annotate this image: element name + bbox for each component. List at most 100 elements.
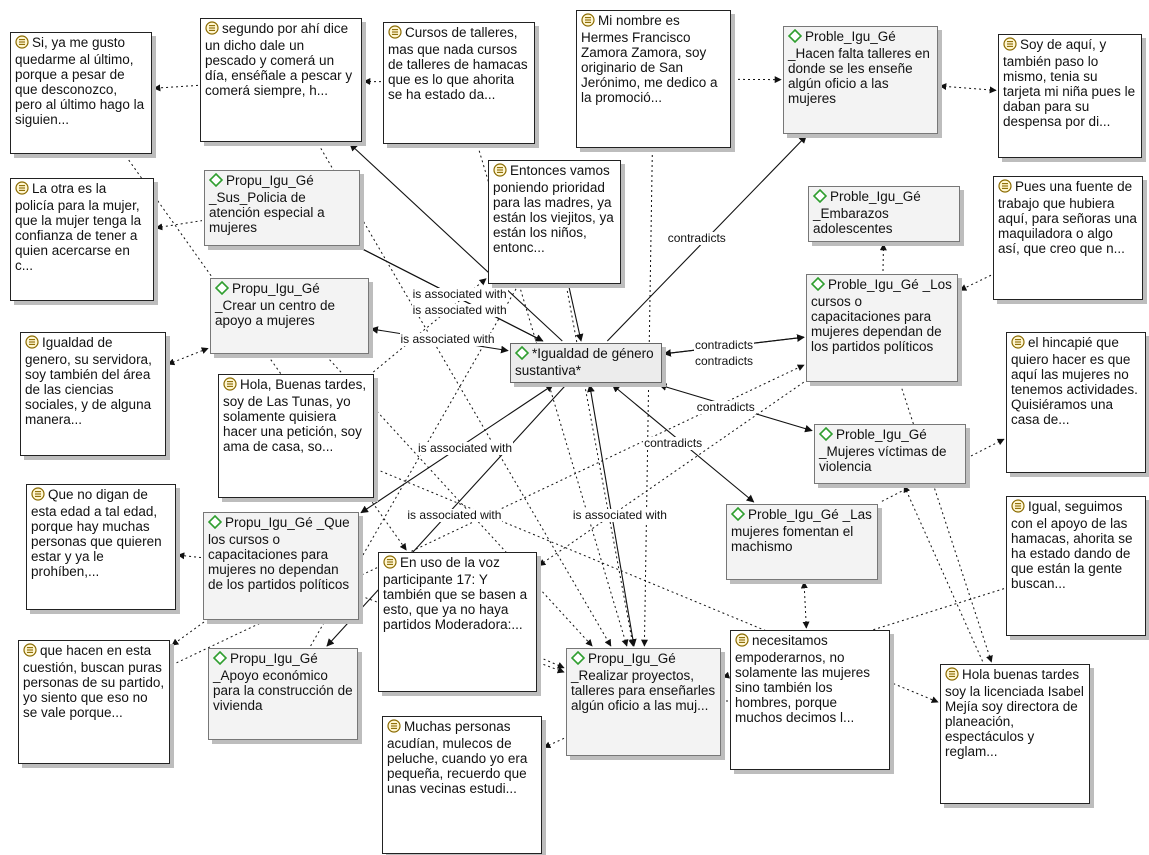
code-diamond-icon — [214, 280, 230, 298]
node-text: La otra es la policía para la mujer, que… — [15, 181, 142, 273]
relation-link[interactable] — [879, 438, 1005, 503]
quotation-icon — [25, 335, 39, 352]
node-text: Proble_Igu_Gé _Las mujeres fomentan el m… — [731, 507, 872, 554]
node-text: Si, ya me gusto quedarme al último, porq… — [15, 35, 145, 127]
node-text: que hacen en esta cuestión, buscan puras… — [23, 643, 165, 720]
code-diamond-icon — [208, 172, 224, 190]
quotation-node[interactable]: En uso de la voz participante 17: Y tamb… — [378, 552, 537, 692]
node-text: Hola buenas tardes soy la licenciada Isa… — [945, 667, 1084, 759]
node-text: Entonces vamos poniendo prioridad para l… — [493, 163, 614, 255]
code-diamond-icon — [570, 650, 586, 668]
quotation-icon — [383, 555, 397, 572]
quotation-node[interactable]: el hincapié que quiero hacer es que aquí… — [1006, 332, 1146, 473]
quotation-icon — [1003, 37, 1017, 54]
relation-label: is associated with — [399, 331, 496, 346]
quotation-icon — [1011, 499, 1025, 516]
node-text: necesitamos empoderarnos, no solamente l… — [735, 633, 871, 725]
code-node[interactable]: Proble_Igu_Gé _Mujeres víctimas de viole… — [814, 424, 966, 484]
quotation-icon — [998, 179, 1012, 196]
code-diamond-icon — [787, 28, 803, 46]
relation-link[interactable] — [899, 383, 993, 663]
quotation-icon — [493, 163, 507, 180]
relation-link[interactable] — [538, 381, 805, 566]
quotation-node[interactable]: Hola buenas tardes soy la licenciada Isa… — [940, 664, 1090, 804]
code-node[interactable]: Proble_Igu_Gé _Las mujeres fomentan el m… — [726, 504, 878, 580]
quotation-icon — [735, 633, 749, 650]
relation-link[interactable] — [939, 83, 997, 94]
relation-link[interactable] — [568, 285, 584, 342]
relation-link[interactable] — [349, 143, 563, 342]
node-text: Igual, seguimos con el apoyo de las hama… — [1011, 499, 1133, 591]
code-diamond-icon — [810, 276, 826, 294]
relation-link[interactable] — [903, 485, 984, 663]
node-text: Igualdad de genero, su servidora, soy ta… — [25, 335, 152, 427]
quotation-icon — [15, 35, 29, 52]
code-node[interactable]: Proble_Igu_Gé _Los cursos o capacitacion… — [806, 274, 958, 382]
quotation-node[interactable]: Igualdad de genero, su servidora, soy ta… — [20, 332, 166, 456]
quotation-node[interactable]: Soy de aquí, y también paso lo mismo, te… — [998, 34, 1142, 158]
relation-link[interactable] — [317, 143, 612, 647]
relation-link[interactable] — [641, 149, 653, 647]
node-text: Proble_Igu_Gé _Mujeres víctimas de viole… — [819, 427, 947, 474]
relation-link[interactable] — [171, 621, 205, 646]
node-text: Hola, Buenas tardes, soy de Las Tunas, y… — [223, 377, 367, 454]
node-text: Propu_Igu_Gé _Que los cursos o capacitac… — [208, 515, 350, 592]
code-node[interactable]: Propu_Igu_Gé _Que los cursos o capacitac… — [203, 512, 359, 620]
code-node[interactable]: Propu_Igu_Gé _Sus_Policia de atención es… — [204, 170, 360, 246]
code-diamond-icon — [730, 506, 746, 524]
relation-link[interactable] — [167, 347, 209, 366]
relation-link[interactable] — [959, 274, 992, 291]
node-text: Proble_Igu_Gé _Los cursos o capacitacion… — [811, 277, 952, 354]
code-node[interactable]: Propu_Igu_Gé _Crear un centro de apoyo a… — [210, 278, 369, 354]
quotation-icon — [223, 377, 237, 394]
code-node[interactable]: Proble_Igu_Gé _Hacen falta talleres en d… — [783, 26, 938, 134]
relation-label: contradicts — [695, 399, 756, 414]
quotation-icon — [945, 667, 959, 684]
quotation-node[interactable]: Si, ya me gusto quedarme al último, porq… — [10, 32, 152, 154]
quotation-node[interactable]: Hola, Buenas tardes, soy de Las Tunas, y… — [218, 374, 374, 498]
node-text: Mi nombre es Hermes Francisco Zamora Zam… — [581, 13, 718, 105]
relation-label: contradicts — [694, 337, 755, 352]
code-node[interactable]: Proble_Igu_Gé _Embarazos adolescentes — [808, 186, 960, 242]
relation-link[interactable] — [565, 285, 636, 647]
quotation-icon — [1011, 335, 1025, 352]
relation-label: is associated with — [416, 440, 514, 455]
quotation-node[interactable]: Muchas personas acudían, mulecos de pelu… — [382, 716, 542, 854]
relation-label: is associated with — [411, 286, 508, 301]
quotation-node[interactable]: Entonces vamos poniendo prioridad para l… — [488, 160, 621, 284]
node-text: Propu_Igu_Gé _Sus_Policia de atención es… — [209, 173, 325, 235]
relation-link[interactable] — [310, 285, 519, 647]
relation-link[interactable] — [543, 737, 565, 749]
node-text: En uso de la voz participante 17: Y tamb… — [383, 555, 528, 632]
relation-link[interactable] — [800, 581, 810, 629]
node-text: el hincapié que quiero hacer es que aquí… — [1011, 335, 1138, 427]
quotation-node[interactable]: Cursos de talleres, mas que nada cursos … — [383, 22, 535, 144]
relation-label: is associated with — [406, 507, 503, 522]
code-diamond-icon — [212, 650, 228, 668]
quotation-node[interactable]: Mi nombre es Hermes Francisco Zamora Zam… — [576, 10, 731, 148]
relation-link[interactable] — [177, 552, 202, 560]
quotation-node[interactable]: Pues una fuente de trabajo que hubiera a… — [993, 176, 1143, 300]
quotation-node[interactable]: La otra es la policía para la mujer, que… — [10, 178, 154, 301]
node-text: Soy de aquí, y también paso lo mismo, te… — [1003, 37, 1136, 129]
code-node[interactable]: Propu_Igu_Gé _Realizar proyectos, taller… — [566, 648, 721, 756]
relation-label: contradicts — [643, 435, 704, 450]
relation-link[interactable] — [538, 656, 565, 669]
quotation-icon — [205, 21, 219, 38]
quotation-node[interactable]: Igual, seguimos con el apoyo de las hama… — [1006, 496, 1146, 636]
quotation-node[interactable]: Que no digan de esta edad a tal edad, po… — [26, 484, 176, 610]
quotation-node[interactable]: que hacen en esta cuestión, buscan puras… — [18, 640, 170, 764]
relation-link[interactable] — [155, 220, 203, 231]
code-node[interactable]: *Igualdad de género sustantiva* — [510, 343, 662, 383]
quotation-node[interactable]: necesitamos empoderarnos, no solamente l… — [730, 630, 890, 770]
quotation-icon — [388, 25, 402, 42]
code-diamond-icon — [514, 345, 530, 363]
code-diamond-icon — [207, 514, 223, 532]
code-node[interactable]: Propu_Igu_Gé _Apoyo económico para la co… — [208, 648, 358, 740]
quotation-icon — [23, 643, 37, 660]
relation-link[interactable] — [153, 84, 199, 92]
quotation-icon — [15, 181, 29, 198]
node-text: Que no digan de esta edad a tal edad, po… — [31, 487, 162, 579]
quotation-node[interactable]: segundo por ahí dice un dicho dale un pe… — [200, 18, 362, 142]
